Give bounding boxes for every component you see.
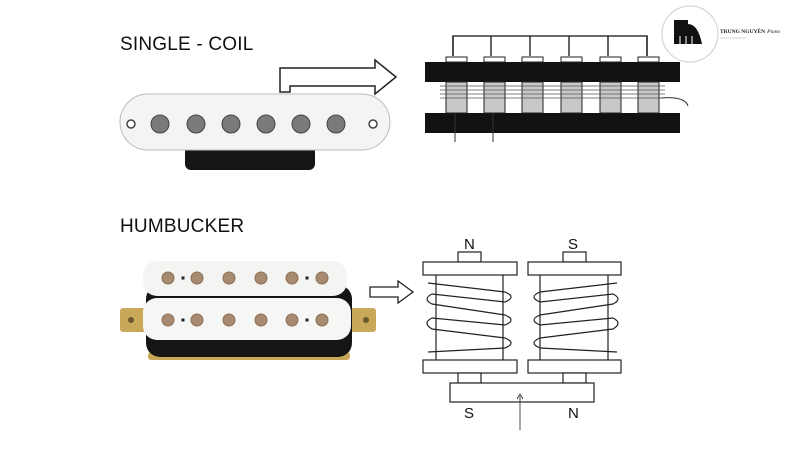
arrow-icon bbox=[279, 58, 398, 96]
bobbin bbox=[599, 81, 622, 114]
pole-label-bottom-right: N bbox=[568, 405, 579, 422]
pole-piece bbox=[256, 114, 276, 134]
single-coil-schematic bbox=[425, 35, 689, 142]
piano-logo-icon bbox=[674, 20, 702, 44]
pole-piece bbox=[222, 271, 236, 285]
pole-piece bbox=[315, 313, 329, 327]
bobbin bbox=[483, 81, 506, 114]
pole-piece bbox=[186, 114, 206, 134]
bobbin bbox=[445, 81, 468, 114]
magnet-cap bbox=[560, 56, 583, 63]
pole-piece bbox=[254, 271, 268, 285]
single-coil-pickup-photo bbox=[119, 93, 391, 170]
bobbin bbox=[637, 81, 660, 114]
pole-label-bottom-left: S bbox=[464, 405, 474, 422]
pole-piece bbox=[291, 114, 311, 134]
bobbin bbox=[560, 81, 583, 114]
pole-piece bbox=[222, 313, 236, 327]
magnet-cap bbox=[483, 56, 506, 63]
pole-label-top-left: N bbox=[464, 236, 475, 253]
humbucker-title: HUMBUCKER bbox=[120, 216, 244, 237]
pole-piece bbox=[190, 271, 204, 285]
pole-piece bbox=[315, 271, 329, 285]
pole-label-top-right: S bbox=[568, 236, 578, 253]
magnet-cap bbox=[521, 56, 544, 63]
arrow-icon bbox=[369, 279, 415, 305]
bobbin bbox=[521, 81, 544, 114]
pole-piece bbox=[254, 313, 268, 327]
pole-piece bbox=[221, 114, 241, 134]
pole-piece bbox=[161, 313, 175, 327]
pole-piece bbox=[161, 271, 175, 285]
pole-piece bbox=[190, 313, 204, 327]
humbucker-pickup-photo bbox=[120, 261, 376, 360]
pole-piece bbox=[285, 271, 299, 285]
magnet-cap bbox=[599, 56, 622, 63]
single-coil-title: SINGLE - COIL bbox=[120, 34, 254, 55]
logo-script-text: Piano bbox=[766, 29, 780, 35]
logo-brand-text: TRUNG NGUYÊN bbox=[720, 27, 765, 35]
humbucker-schematic bbox=[422, 251, 622, 430]
magnet-cap bbox=[637, 56, 660, 63]
pole-piece bbox=[285, 313, 299, 327]
magnet-cap bbox=[445, 56, 468, 63]
pole-piece bbox=[150, 114, 170, 134]
pole-piece bbox=[326, 114, 346, 134]
